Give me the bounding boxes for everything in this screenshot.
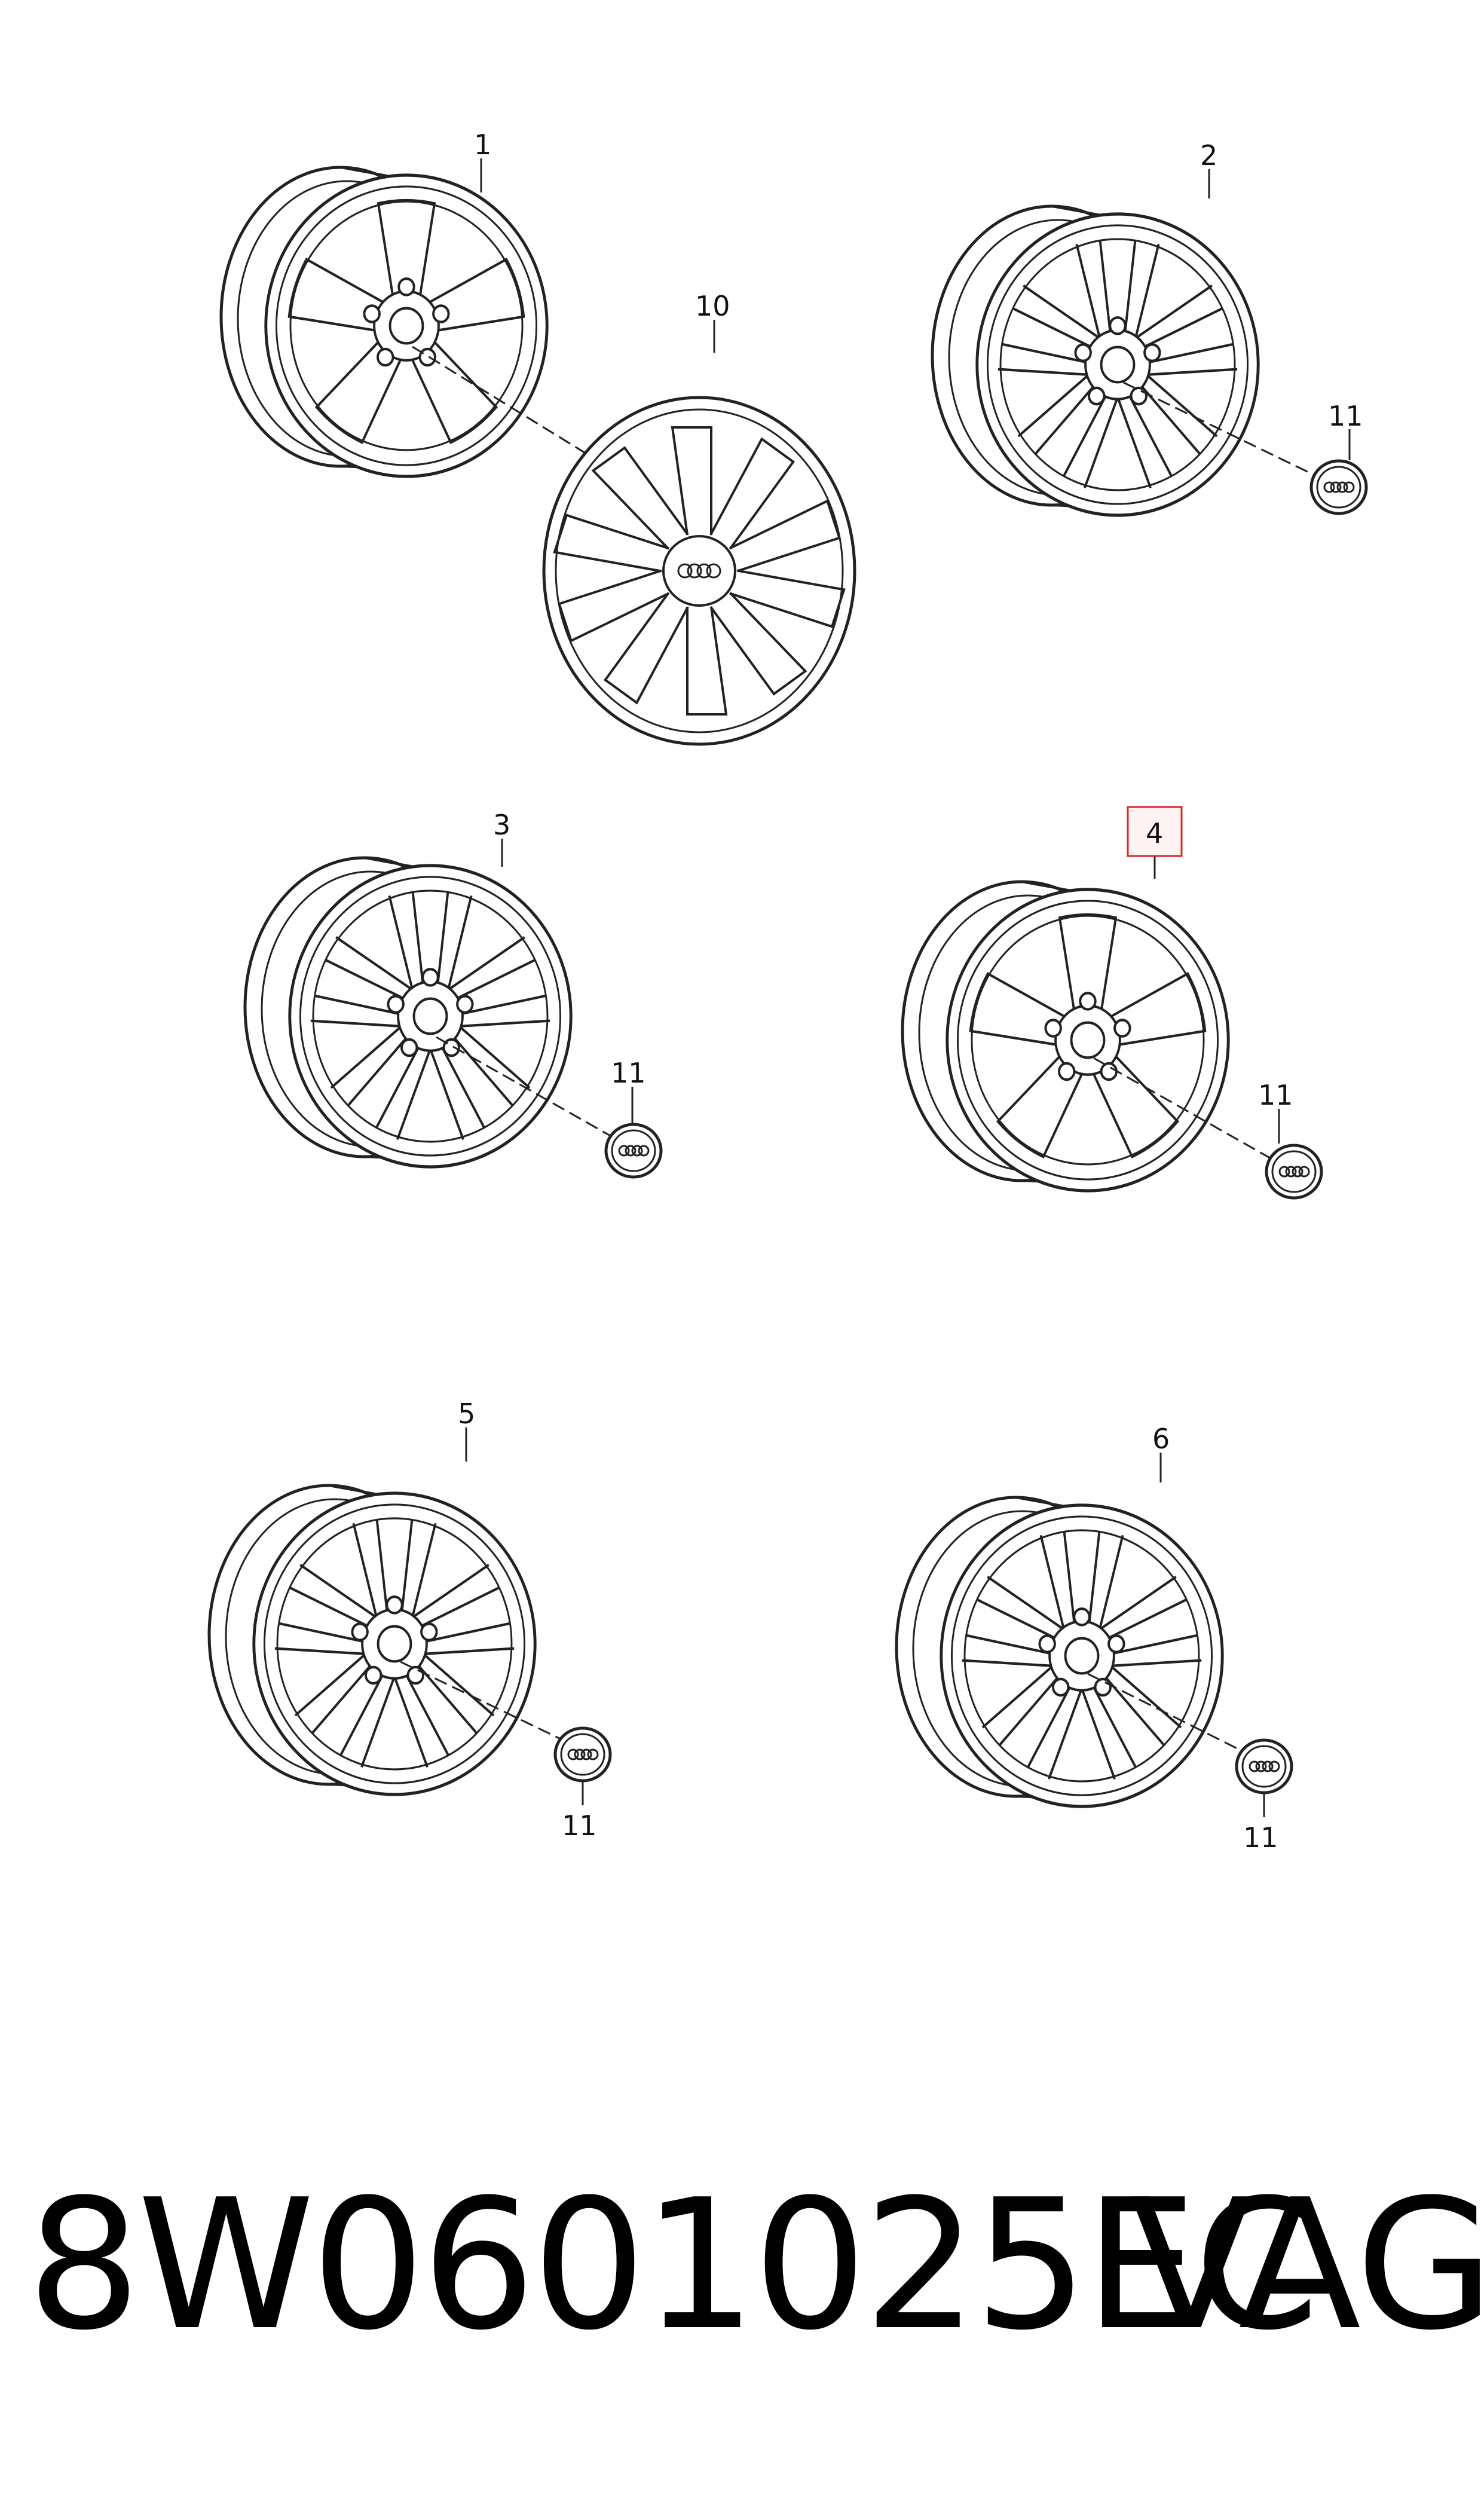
axis-line-wheel-4 <box>1093 1057 1274 1161</box>
selected-part-highlight <box>1127 806 1183 857</box>
wheel-2 <box>932 206 1258 515</box>
axis-line-wheel-6 <box>1087 1673 1244 1753</box>
axis-line-wheel-2 <box>1123 381 1321 479</box>
callout-11-wheel-3: 11 <box>611 1057 646 1089</box>
center-cap-wheel-5 <box>555 1728 610 1781</box>
callout-10: 10 <box>695 290 730 322</box>
callout-1: 1 <box>474 129 491 161</box>
hubcap-10 <box>542 396 856 746</box>
callout-11-wheel-5: 11 <box>562 1809 597 1842</box>
callout-11-wheel-2: 11 <box>1328 400 1363 432</box>
wheel-1 <box>221 167 547 476</box>
callout-4: 4 <box>1146 817 1163 849</box>
center-cap-wheel-4 <box>1266 1145 1321 1198</box>
wheel-3 <box>245 858 571 1167</box>
part-number: 8W0601025EC <box>27 2161 1320 2370</box>
wheel-4 <box>902 882 1228 1191</box>
center-cap-wheel-3 <box>606 1124 661 1177</box>
callout-3: 3 <box>493 809 510 841</box>
axis-line-wheel-3 <box>436 1036 616 1140</box>
callout-11-wheel-6: 11 <box>1243 1821 1278 1854</box>
center-cap-wheel-2 <box>1311 461 1366 513</box>
callout-5: 5 <box>458 1398 475 1430</box>
center-cap-wheel-6 <box>1237 1740 1292 1793</box>
wheel-5 <box>209 1485 535 1794</box>
brand-name: VAG <box>1130 2161 1484 2370</box>
wheel-6 <box>896 1497 1222 1806</box>
callout-6: 6 <box>1152 1423 1170 1455</box>
callout-11-wheel-4: 11 <box>1258 1079 1293 1111</box>
leader-lines <box>465 158 1351 1817</box>
callout-2: 2 <box>1200 139 1217 172</box>
axis-line-wheel-5 <box>400 1661 562 1741</box>
